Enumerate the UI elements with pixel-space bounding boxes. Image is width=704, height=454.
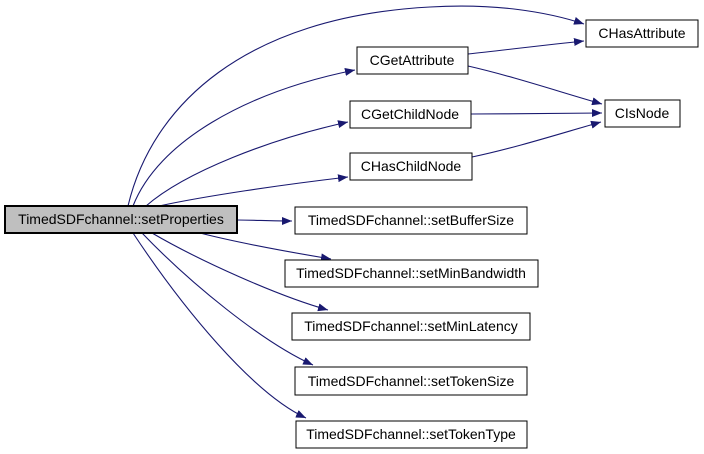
edge-setproperties-to-chasattribute: [127, 5, 585, 207]
edge-cgetchildnode-to-cisnode: [470, 109, 603, 118]
node-cisnode-label: CIsNode: [615, 105, 670, 121]
node-chaschildnode-box: [349, 152, 473, 181]
node-setminbandwidth-label: TimedSDFchannel::setMinBandwidth: [296, 265, 526, 281]
node-setminbandwidth-box: [284, 259, 539, 288]
node-settokentype[interactable]: TimedSDFchannel::setTokenType: [295, 420, 528, 449]
edge-setproperties-to-settokentype: [132, 232, 307, 419]
edge-setproperties-to-setminbandwidth: [199, 232, 332, 262]
edge-cgetattribute-to-chasattribute: [467, 38, 585, 55]
node-setproperties-box: [4, 205, 238, 234]
node-chasattribute-box: [585, 19, 699, 48]
node-setminbandwidth[interactable]: TimedSDFchannel::setMinBandwidth: [284, 259, 539, 288]
node-setbuffersize-label: TimedSDFchannel::setBufferSize: [308, 212, 514, 228]
node-cisnode[interactable]: CIsNode: [604, 99, 681, 128]
node-cgetchildnode-box: [349, 100, 472, 129]
edge-setproperties-to-chaschildnode: [158, 174, 349, 207]
node-setminlatency-label: TimedSDFchannel::setMinLatency: [304, 318, 517, 334]
node-settokensize-label: TimedSDFchannel::setTokenSize: [308, 373, 515, 389]
node-setminlatency[interactable]: TimedSDFchannel::setMinLatency: [291, 312, 531, 341]
edge-setproperties-to-cgetattribute: [132, 68, 356, 207]
edge-cgetattribute-to-cisnode: [467, 65, 603, 106]
node-setbuffersize[interactable]: TimedSDFchannel::setBufferSize: [294, 206, 528, 235]
node-cisnode-box: [604, 99, 681, 128]
edge-setproperties-to-setbuffersize: [236, 216, 293, 225]
edge-chaschildnode-to-cisnode: [471, 120, 602, 158]
node-setminlatency-box: [291, 312, 531, 341]
node-cgetchildnode[interactable]: CGetChildNode: [349, 100, 472, 129]
edge-setproperties-to-setminlatency: [151, 232, 329, 312]
node-chasattribute-label: CHasAttribute: [598, 25, 685, 41]
node-cgetattribute-label: CGetAttribute: [370, 52, 455, 68]
node-cgetchildnode-label: CGetChildNode: [361, 106, 459, 122]
node-chasattribute[interactable]: CHasAttribute: [585, 19, 699, 48]
edge-setproperties-to-settokensize: [141, 232, 314, 366]
node-cgetattribute-box: [356, 46, 469, 75]
node-setproperties-label: TimedSDFchannel::setProperties: [18, 211, 224, 227]
node-setbuffersize-box: [294, 206, 528, 235]
node-cgetattribute[interactable]: CGetAttribute: [356, 46, 469, 75]
node-settokentype-box: [295, 420, 528, 449]
node-setproperties[interactable]: TimedSDFchannel::setProperties: [4, 205, 238, 234]
node-settokentype-label: TimedSDFchannel::setTokenType: [306, 426, 516, 442]
node-chaschildnode-label: CHasChildNode: [361, 158, 462, 174]
node-chaschildnode[interactable]: CHasChildNode: [349, 152, 473, 181]
node-settokensize[interactable]: TimedSDFchannel::setTokenSize: [294, 366, 528, 396]
edge-setproperties-to-cgetchildnode: [145, 120, 349, 207]
node-settokensize-box: [294, 366, 528, 396]
